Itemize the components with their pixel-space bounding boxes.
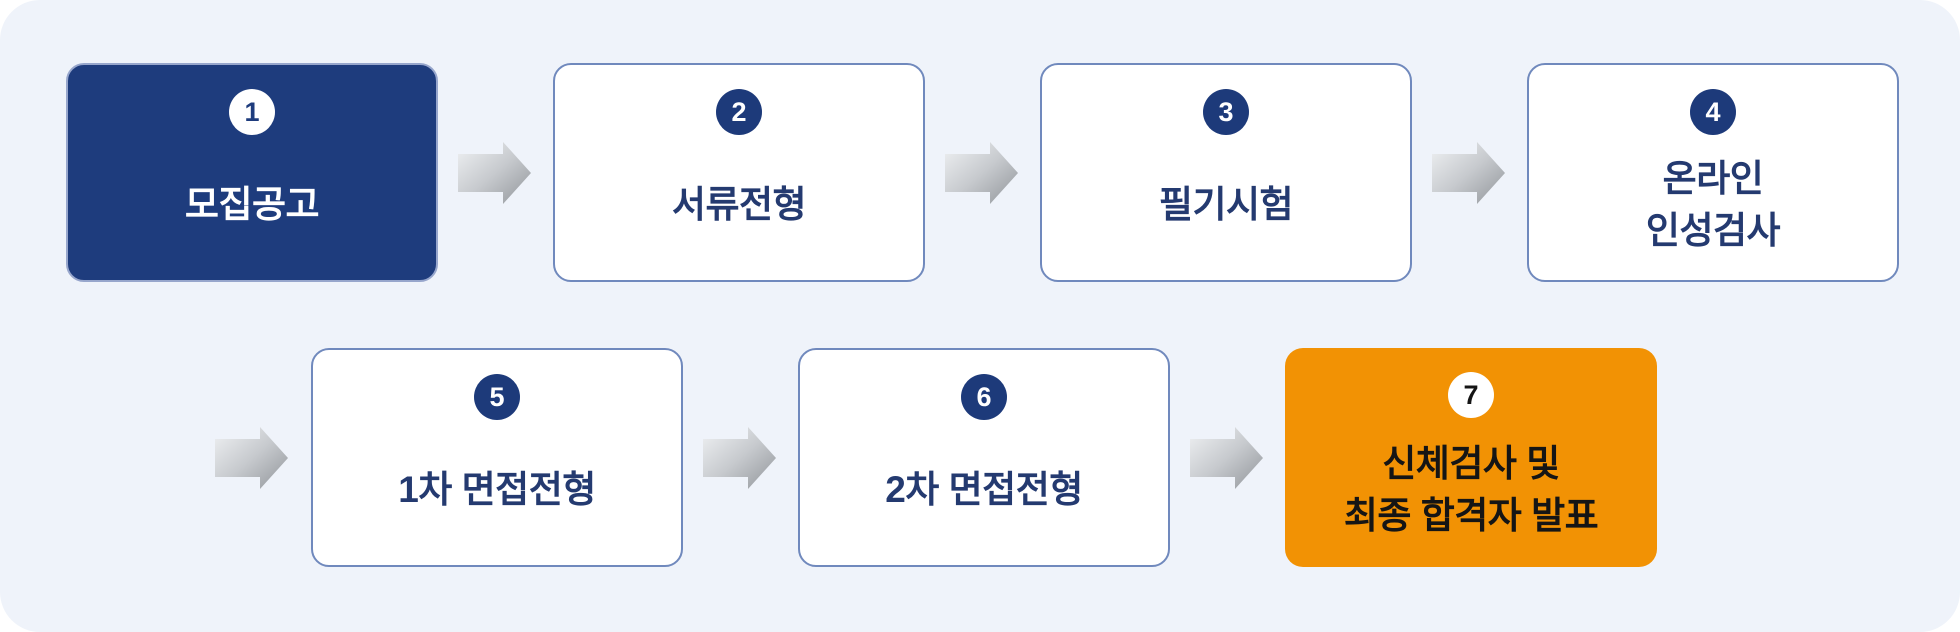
step-number: 3 (1218, 96, 1234, 127)
step-card-4: 4 온라인 인성검사 (1527, 63, 1899, 282)
step-card-1: 1 모집공고 (66, 63, 438, 282)
step-number-badge: 1 (229, 89, 275, 135)
step-number-badge: 4 (1690, 89, 1736, 135)
step-number-badge: 3 (1203, 89, 1249, 135)
step-card-2: 2 서류전형 (553, 63, 925, 282)
step-number: 6 (976, 381, 992, 412)
step-label: 온라인 인성검사 (1645, 158, 1781, 251)
arrow-right-icon (215, 427, 288, 489)
step-number-badge: 5 (474, 374, 520, 420)
step-card-5: 5 1차 면접전형 (311, 348, 683, 567)
step-label: 모집공고 (184, 183, 320, 225)
step-card-7: 7 신체검사 및 최종 합격자 발표 (1285, 348, 1657, 567)
step-label: 필기시험 (1158, 183, 1294, 225)
step-label: 2차 면접전형 (885, 468, 1083, 510)
step-number: 7 (1463, 379, 1479, 410)
arrow-right-icon (1190, 427, 1263, 489)
arrow-right-icon (703, 427, 776, 489)
step-number: 1 (244, 96, 260, 127)
step-label: 신체검사 및 최종 합격자 발표 (1343, 443, 1599, 536)
step-label: 서류전형 (671, 183, 807, 225)
step-number-badge: 6 (961, 374, 1007, 420)
step-card-3: 3 필기시험 (1040, 63, 1412, 282)
step-label: 1차 면접전형 (398, 468, 596, 510)
step-number: 4 (1705, 96, 1721, 127)
arrow-right-icon (945, 142, 1018, 204)
step-number: 5 (489, 381, 505, 412)
step-card-6: 6 2차 면접전형 (798, 348, 1170, 567)
step-number-badge: 7 (1448, 372, 1494, 418)
step-number-badge: 2 (716, 89, 762, 135)
step-number: 2 (731, 96, 747, 127)
arrow-right-icon (1432, 142, 1505, 204)
arrow-right-icon (458, 142, 531, 204)
